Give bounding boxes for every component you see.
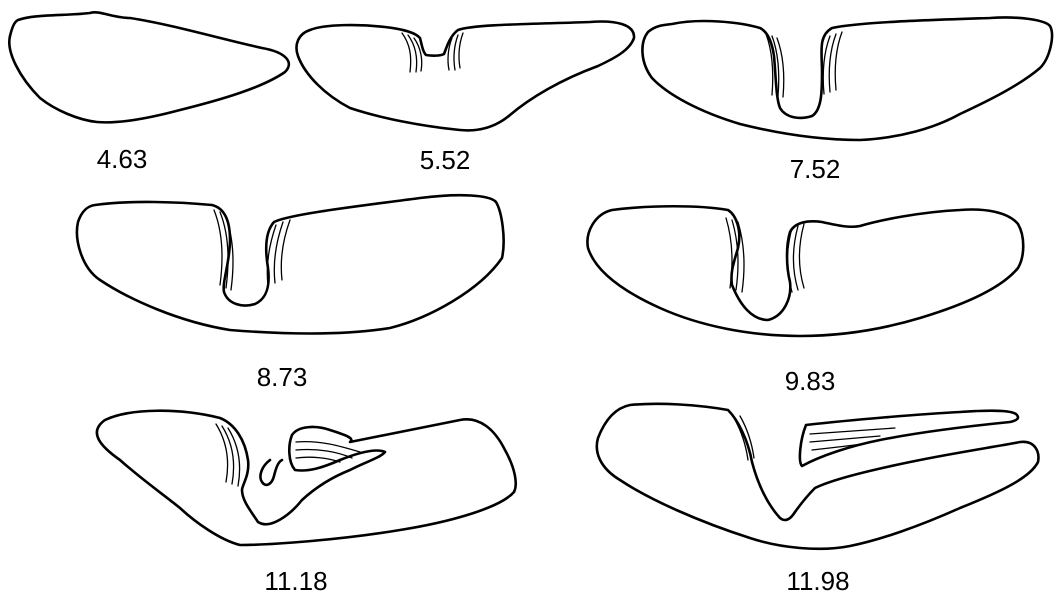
panel-5-52: 5.52 xyxy=(297,22,635,175)
panel-8-73-label: 8.73 xyxy=(257,362,308,392)
panel-11-18-outline xyxy=(97,411,516,545)
panel-11-18: 11.18 xyxy=(97,411,516,596)
panel-11-98-inner-process xyxy=(800,411,1018,466)
panel-9-83-outline xyxy=(587,206,1023,336)
panel-7-52-label: 7.52 xyxy=(790,154,841,184)
panel-11-18-label: 11.18 xyxy=(264,566,327,596)
panel-4-63-label: 4.63 xyxy=(97,144,148,174)
panel-11-98: 11.98 xyxy=(597,404,1039,596)
panel-4-63: 4.63 xyxy=(9,12,289,174)
panel-5-52-hatch xyxy=(402,33,463,72)
panel-9-83: 9.83 xyxy=(587,206,1023,396)
panel-11-98-hatch xyxy=(734,416,895,460)
panel-7-52-outline xyxy=(642,17,1052,140)
panel-7-52: 7.52 xyxy=(642,17,1052,184)
panel-4-63-outline xyxy=(9,12,289,122)
panel-8-73-outline xyxy=(77,195,504,333)
panel-5-52-outline xyxy=(297,22,635,131)
panel-11-18-inner-loop xyxy=(260,460,282,485)
panel-9-83-label: 9.83 xyxy=(785,366,836,396)
panel-11-98-label: 11.98 xyxy=(786,566,849,596)
panel-8-73: 8.73 xyxy=(77,195,504,392)
panel-5-52-label: 5.52 xyxy=(420,145,471,175)
